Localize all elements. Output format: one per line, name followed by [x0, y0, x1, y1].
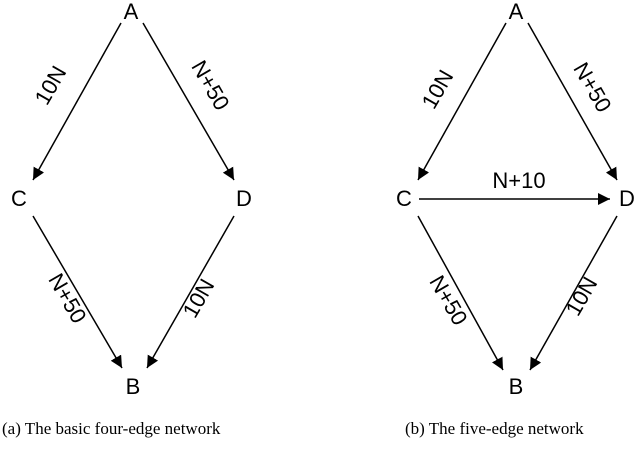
edge-label: N+50: [186, 56, 234, 115]
node-label: A: [124, 0, 139, 24]
edge-label: N+50: [424, 271, 472, 330]
four-edge-network-diagram: A C D B 10N N+50 N+50 10N: [11, 0, 252, 399]
node-label: C: [11, 186, 27, 211]
five-edge-network-diagram: A C D B 10N N+50 N+10 N+50 10N: [396, 0, 635, 399]
edge-a-to-d: [142, 22, 235, 181]
edge-a-to-d: [527, 22, 618, 181]
edge-label: 10N: [417, 66, 459, 113]
node-label: B: [126, 374, 141, 399]
node-label: A: [509, 0, 524, 24]
node-label: D: [236, 186, 252, 211]
edge-label: 10N: [561, 273, 603, 320]
edge-label: N+10: [492, 168, 545, 193]
edge-d-to-b: [529, 215, 618, 371]
node-label: D: [619, 186, 635, 211]
edge-label: 10N: [30, 62, 72, 109]
edge-a-to-c: [417, 22, 507, 181]
edge-label: 10N: [178, 275, 220, 322]
edge-c-to-b: [32, 215, 123, 369]
caption-five-edge-network: (b) The five-edge network: [405, 419, 584, 438]
node-label: B: [509, 374, 524, 399]
edge-d-to-b: [146, 215, 235, 369]
caption-four-edge-network: (a) The basic four-edge network: [2, 419, 221, 438]
edge-a-to-c: [32, 22, 122, 181]
node-label: C: [396, 186, 412, 211]
edge-c-to-b: [417, 215, 504, 371]
edge-label: N+50: [43, 269, 91, 328]
